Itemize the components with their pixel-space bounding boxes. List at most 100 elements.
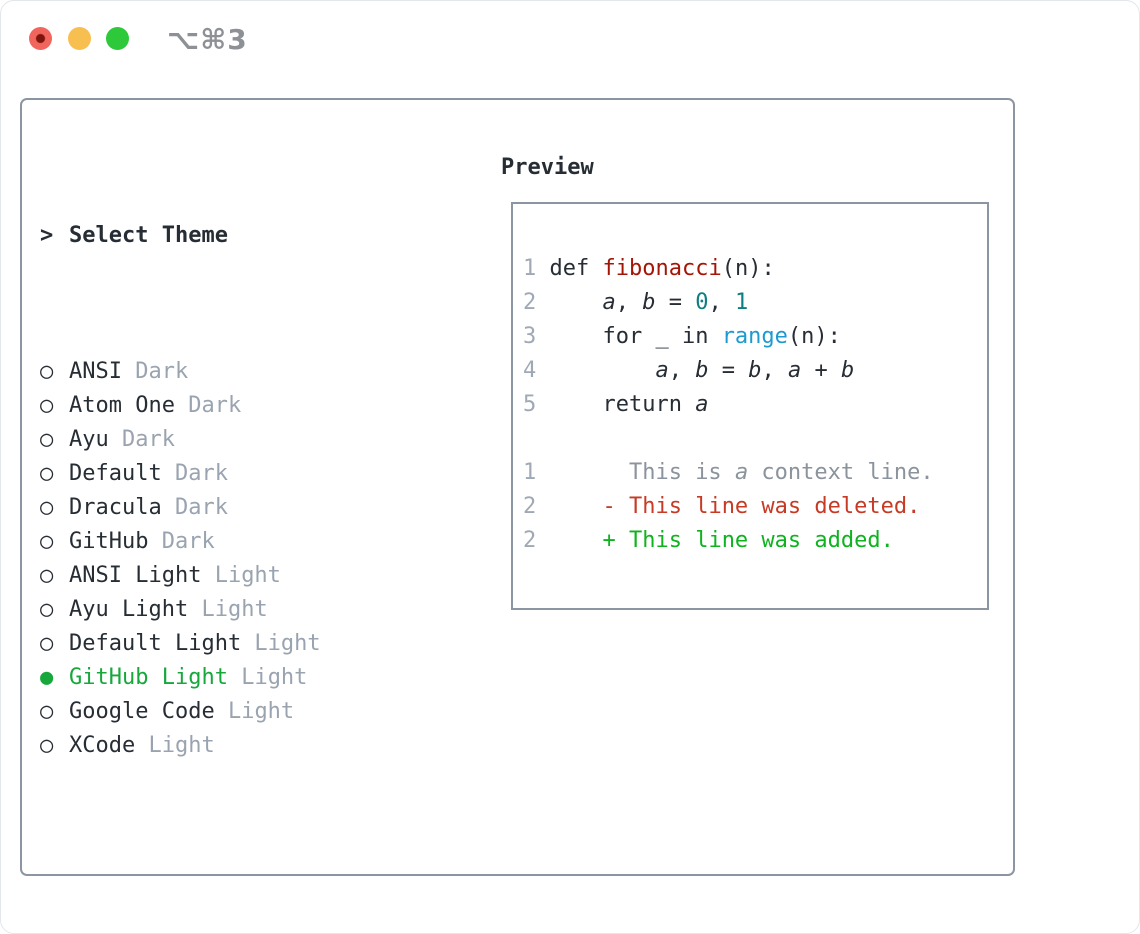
theme-variant-label: Light: [227, 665, 308, 690]
code-token: ,: [615, 290, 643, 315]
theme-option-ayu-dark[interactable]: ○Ayu Dark: [40, 423, 411, 457]
theme-option-dracula-dark[interactable]: ○ Dracula Dark: [40, 491, 411, 525]
radio-unselected-icon: ○: [40, 495, 54, 520]
line-number: 5: [523, 392, 537, 417]
code-token: ,: [761, 358, 788, 383]
theme-variant-label: Dark: [161, 461, 228, 486]
code-token: ,: [668, 358, 696, 383]
radio-selected-icon: ●: [40, 665, 54, 690]
code-token: return: [536, 392, 696, 417]
code-token: b: [695, 358, 709, 383]
window-title: ⌥⌘3: [167, 23, 248, 56]
code-token: 0: [695, 290, 709, 315]
theme-option-label: XCode: [69, 733, 136, 758]
code-line: 5 return a: [523, 388, 979, 422]
code-token: This is: [536, 460, 735, 485]
code-token: + This line was added.: [602, 528, 894, 553]
radio-unselected-icon: ○: [40, 529, 54, 554]
theme-option-github-light-light[interactable]: ● GitHub Light Light: [40, 661, 411, 695]
code-token: a: [734, 460, 749, 485]
theme-variant-label: Dark: [148, 529, 215, 554]
theme-list-column: >Select Theme ○ANSI Dark○Atom One Dark○A…: [40, 151, 411, 933]
code-line: 2 - This line was deleted.: [523, 490, 979, 524]
theme-option-label: Ayu Light: [69, 597, 189, 622]
code-token: context line.: [748, 460, 934, 485]
radio-unselected-icon: ○: [40, 631, 54, 656]
theme-variant-label: Light: [214, 699, 295, 724]
code-token: a: [655, 358, 669, 383]
radio-unselected-icon: ○: [40, 359, 54, 384]
code-token: fibonacci: [602, 256, 722, 281]
code-token: [536, 528, 602, 553]
minimize-button[interactable]: [68, 27, 91, 50]
theme-variant-label: Light: [241, 631, 321, 656]
theme-option-default-light-light[interactable]: ○Default Light Light: [40, 627, 411, 661]
radio-unselected-icon: ○: [40, 461, 54, 486]
theme-option-ayu-light-light[interactable]: ○ Ayu Light Light: [40, 593, 411, 627]
line-number: 2: [523, 494, 537, 519]
theme-list: ○ANSI Dark○Atom One Dark○Ayu Dark○Defaul…: [40, 355, 411, 763]
code-token: b: [642, 290, 656, 315]
theme-option-label: Dracula: [69, 495, 162, 520]
code-token: =: [655, 290, 696, 315]
theme-option-ansi-light-light[interactable]: ○ ANSI Light Light: [40, 559, 411, 593]
code-line: 2 a, b = 0, 1: [523, 286, 979, 320]
focus-indicator-icon: >: [40, 223, 54, 248]
code-line: 4 a, b = b, a + b: [523, 354, 979, 388]
radio-unselected-icon: ○: [40, 733, 54, 758]
code-line: 3 for _ in range(n):: [523, 320, 979, 354]
code-token: for _ in: [536, 324, 722, 349]
theme-variant-label: Dark: [108, 427, 175, 452]
preview-label: Preview: [501, 155, 594, 180]
theme-option-default-dark[interactable]: ○ Default Dark: [40, 457, 411, 491]
theme-option-xcode-light[interactable]: ○ XCode Light: [40, 729, 411, 763]
theme-variant-label: Dark: [121, 359, 189, 384]
select-theme-label: Select Theme: [69, 223, 228, 248]
theme-option-label: Google Code: [69, 699, 215, 724]
line-number: 2: [523, 528, 537, 553]
radio-unselected-icon: ○: [40, 597, 54, 622]
code-token: def: [536, 256, 603, 281]
theme-option-github-dark[interactable]: ○GitHub Dark: [40, 525, 411, 559]
select-theme-header: > Select Theme: [40, 219, 411, 253]
theme-variant-label: Light: [201, 563, 281, 588]
code-token: =: [708, 358, 749, 383]
theme-variant-label: Light: [188, 597, 268, 622]
code-line: [523, 422, 979, 456]
theme-option-ansi-dark[interactable]: ○ANSI Dark: [40, 355, 411, 389]
theme-option-label: GitHub Light: [69, 665, 228, 690]
title-bar: ⌥⌘3: [1, 1, 1139, 77]
zoom-button[interactable]: [106, 27, 129, 50]
radio-unselected-icon: ○: [40, 393, 54, 418]
code-token: [536, 358, 655, 383]
theme-option-label: Ayu: [69, 427, 109, 452]
line-number: 3: [523, 324, 537, 349]
line-number: 2: [523, 290, 537, 315]
line-number: 1: [523, 460, 537, 485]
code-token: [536, 290, 602, 315]
code-token: - This line was deleted.: [602, 494, 921, 519]
theme-option-google-code-light[interactable]: ○ Google Code Light: [40, 695, 411, 729]
line-number: 1: [523, 256, 537, 281]
close-button[interactable]: [29, 27, 52, 50]
code-token: [536, 494, 602, 519]
theme-option-atom-one-dark[interactable]: ○Atom One Dark: [40, 389, 411, 423]
code-token: (n):: [721, 256, 775, 281]
code-line: 1 This is a context line.: [523, 456, 979, 490]
theme-option-label: Default: [69, 461, 162, 486]
theme-variant-label: Light: [135, 733, 215, 758]
code-token: b: [748, 358, 762, 383]
theme-option-label: Atom One: [69, 393, 175, 418]
theme-variant-label: Dark: [161, 495, 228, 520]
spacer: [40, 865, 411, 899]
code-token: b: [840, 358, 855, 383]
radio-unselected-icon: ○: [40, 699, 54, 724]
radio-unselected-icon: ○: [40, 563, 54, 588]
code-token: +: [801, 358, 841, 383]
code-token: (n):: [787, 324, 841, 349]
theme-option-label: ANSI Light: [69, 563, 202, 588]
line-number: 4: [523, 358, 537, 383]
